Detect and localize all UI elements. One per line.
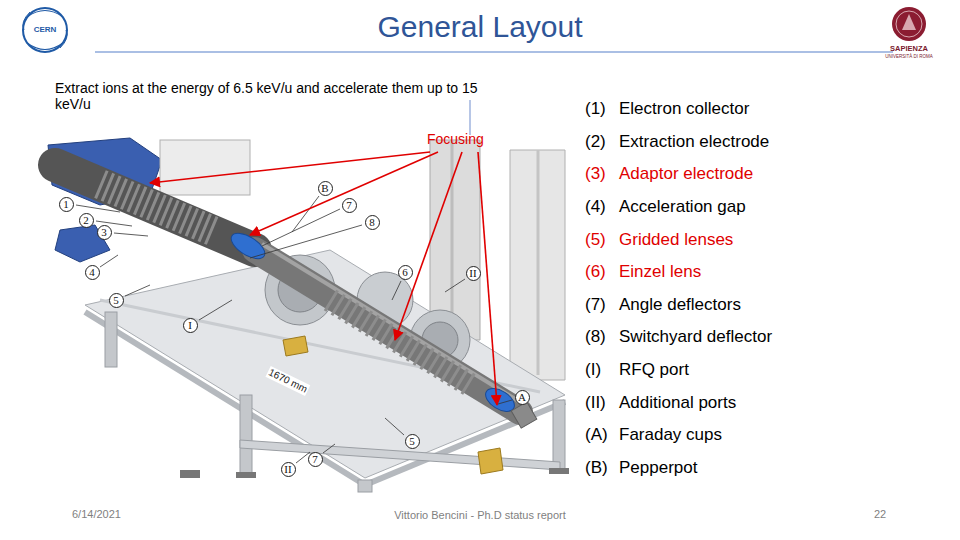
callout-number: 2 [79,213,94,228]
callout-number: II [466,266,481,281]
callout-label: 4 [89,267,95,278]
intro-text: Extract ions at the energy of 6.5 keV/u … [55,80,510,112]
callout-label: 2 [83,215,89,226]
key-number: (8) [585,327,606,347]
leader-lines [76,196,512,463]
callout-label: B [321,183,328,194]
callout-label: 7 [312,454,318,465]
callout-number: 5 [109,293,124,308]
callout-number: 5 [405,434,420,449]
callout-label: 5 [113,295,119,306]
key-text: Switchyard deflector [619,327,772,347]
focusing-arrows [150,152,497,405]
key-number: (1) [585,99,606,119]
callout-number: I [183,318,198,333]
key-text: Additional ports [619,393,736,413]
logo-text: CERN [34,25,57,34]
key-text: Gridded lenses [619,230,733,250]
key-text: Pepperpot [619,458,697,478]
sapienza-logo [892,7,926,41]
callout-number: 4 [85,265,100,280]
callout-label: II [469,268,476,279]
callout-label: 7 [346,200,352,211]
key-number: (3) [585,164,606,184]
callout-number: II [281,462,296,477]
callout-number: 3 [97,225,112,240]
callout-number: 1 [59,197,74,212]
key-number: (II) [585,393,606,413]
key-number: (A) [585,425,608,445]
beamline-rendering [48,100,569,492]
cern-logo [23,8,67,52]
callout-number: 8 [365,215,380,230]
footer-text: Vittorio Bencini - Ph.D status report [394,509,566,522]
callout-number: A [515,390,530,405]
callout-label: 3 [101,227,107,238]
key-text: Angle deflectors [619,295,741,315]
focusing-note: Focusing [427,131,484,147]
key-text: Extraction electrode [619,132,769,152]
key-text: RFQ port [619,360,689,380]
callout-label: 5 [409,436,415,447]
callout-number: 7 [342,198,357,213]
key-number: (7) [585,295,606,315]
key-number: (6) [585,262,606,282]
footer-date: 6/14/2021 [72,508,121,521]
callout-label: I [188,320,192,331]
key-number: (2) [585,132,606,152]
callout-label: 1 [63,199,69,210]
logo-text: SAPIENZA [890,45,928,54]
key-text: Einzel lens [619,262,701,282]
key-text: Faraday cups [619,425,722,445]
key-text: Acceleration gap [619,197,746,217]
key-number: (I) [585,360,601,380]
callout-label: A [518,392,526,403]
title-rule [95,51,893,53]
callout-label: 8 [369,217,375,228]
callout-label: 6 [402,267,408,278]
key-text: Electron collector [619,99,749,119]
key-text: Adaptor electrode [619,164,753,184]
callout-number: 6 [398,265,413,280]
callout-number: 7 [308,452,323,467]
key-number: (5) [585,230,606,250]
callout-label: II [284,464,291,475]
key-number: (4) [585,197,606,217]
logo-text: UNIVERSITÀ DI ROMA [885,54,933,59]
key-number: (B) [585,458,608,478]
page-number: 22 [874,508,886,521]
callout-number: B [318,181,333,196]
slide-title: General Layout [377,10,582,45]
